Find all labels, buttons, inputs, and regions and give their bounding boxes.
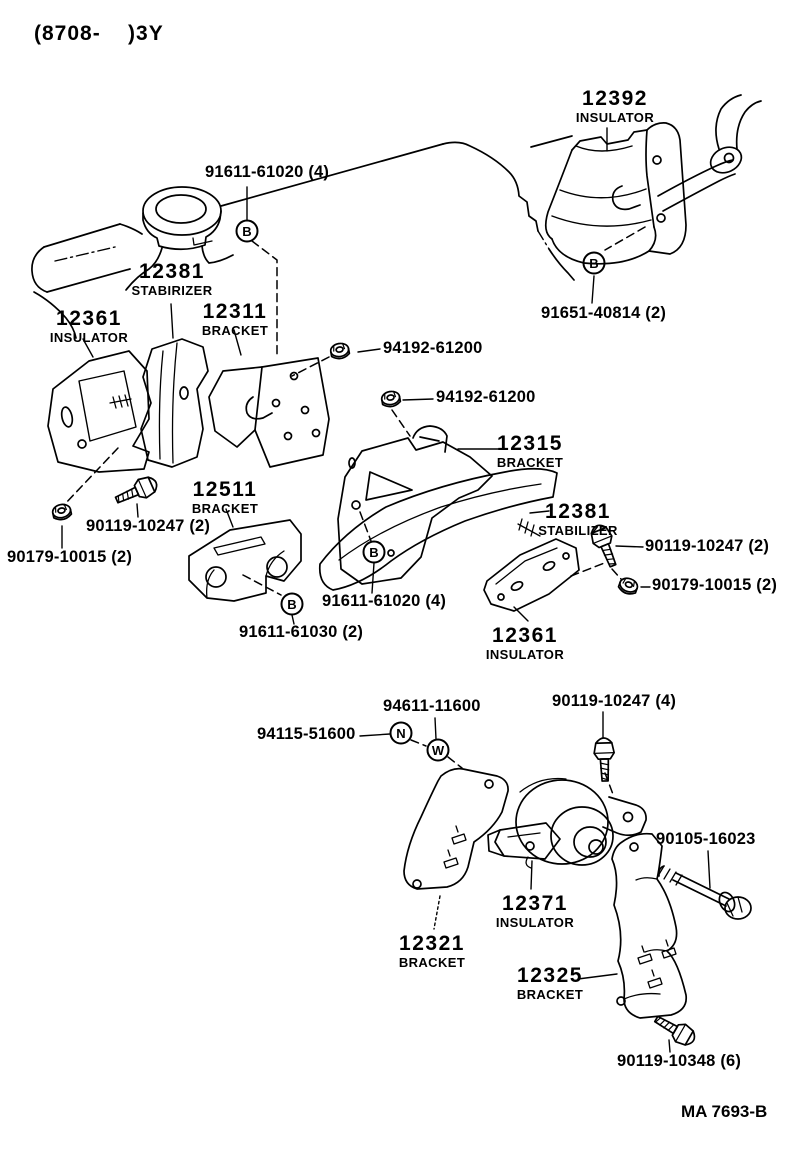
part-12321-bracket xyxy=(404,769,508,889)
callout-90119-10247-left: 90119-10247 (2) xyxy=(86,517,211,535)
callout-12311: 12311 BRACKET xyxy=(201,300,269,338)
circled-n-marker: N xyxy=(391,723,412,744)
callout-12392: 12392 INSULATOR xyxy=(575,87,655,125)
svg-text:N: N xyxy=(396,726,405,741)
svg-text:W: W xyxy=(432,743,445,758)
circled-b-marker: B xyxy=(237,221,258,242)
callout-12361-mid: 12361 INSULATOR xyxy=(485,624,565,662)
exhaust-hanger-arm xyxy=(658,95,761,211)
callout-12325: 12325 BRACKET xyxy=(516,964,584,1002)
callout-94192-61200-a: 94192-61200 xyxy=(383,339,483,357)
callout-94115-51600: 94115-51600 xyxy=(257,725,356,743)
bolt-icon xyxy=(592,736,616,783)
callout-90105-16023: 90105-16023 xyxy=(656,830,756,848)
callout-90119-10247-right: 90119-10247 (2) xyxy=(645,537,770,555)
engine-outline xyxy=(32,136,574,338)
svg-text:B: B xyxy=(369,545,378,560)
svg-text:B: B xyxy=(242,224,251,239)
nut-icon xyxy=(50,501,74,523)
circled-w-marker: W xyxy=(428,740,449,761)
engine-mount-bushing xyxy=(516,780,608,864)
part-12311-bracket xyxy=(209,358,329,467)
part-12361-insulator-left xyxy=(48,351,149,472)
circled-b-marker: B xyxy=(364,542,385,563)
stud-icon xyxy=(518,519,540,536)
circled-b-marker: B xyxy=(584,253,605,274)
callout-91611-61020-mid: 91611-61020 (4) xyxy=(322,592,447,610)
part-12361-insulator-mid xyxy=(484,539,579,611)
circled-b-marker: B xyxy=(282,594,303,615)
callout-94192-61200-b: 94192-61200 xyxy=(436,388,536,406)
callout-91651-40814: 91651-40814 (2) xyxy=(541,304,667,322)
callout-12321: 12321 BRACKET xyxy=(398,932,466,970)
part-12381-stabilizer-right xyxy=(320,469,557,590)
nut-icon xyxy=(328,341,351,361)
part-12381-stabilizer-left xyxy=(141,339,208,467)
svg-text:B: B xyxy=(589,256,598,271)
leader-lines xyxy=(62,128,710,1052)
part-12325-bracket xyxy=(612,834,686,1018)
callout-90179-10015-right: 90179-10015 (2) xyxy=(652,576,778,594)
part-12511-bracket xyxy=(189,520,301,601)
bolt-icon xyxy=(650,1009,700,1051)
callout-12381-right: 12381 STABILIZER xyxy=(538,500,618,538)
callout-91611-61020-top: 91611-61020 (4) xyxy=(205,163,330,181)
part-12315-bracket xyxy=(338,426,492,584)
callout-94611-11600: 94611-11600 xyxy=(383,697,481,715)
page-header-code: (8708- )3Y xyxy=(34,22,164,45)
callout-12371: 12371 INSULATOR xyxy=(495,892,575,930)
stud-icon xyxy=(110,395,131,408)
callout-12381-left: 12381 STABIRIZER xyxy=(131,260,213,298)
callout-90119-10348: 90119-10348 (6) xyxy=(617,1052,742,1070)
figure-code: MA 7693-B xyxy=(681,1102,768,1121)
callout-12361-left: 12361 INSULATOR xyxy=(49,307,129,345)
markers: B B B B N W xyxy=(237,221,605,761)
long-bolt-icon xyxy=(658,866,751,919)
callout-12315: 12315 BRACKET xyxy=(496,432,564,470)
fasteners xyxy=(50,341,751,1051)
svg-text:B: B xyxy=(287,597,296,612)
callout-90179-10015-left: 90179-10015 (2) xyxy=(7,548,133,566)
callout-90119-10247-4: 90119-10247 (4) xyxy=(552,692,677,710)
callout-12511: 12511 BRACKET xyxy=(191,478,259,516)
part-12371-insulator-assembly xyxy=(488,779,646,868)
assembly-dashed-lines xyxy=(64,227,645,797)
part-12392-insulator xyxy=(546,123,686,264)
nut-icon xyxy=(379,389,402,409)
callout-91611-61030: 91611-61030 (2) xyxy=(239,623,364,641)
